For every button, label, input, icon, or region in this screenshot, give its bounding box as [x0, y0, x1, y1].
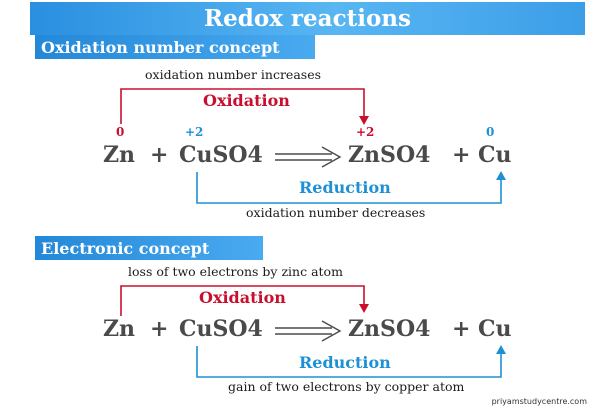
reaction-arrow-icon [275, 320, 342, 342]
oxidation-number-decreases-note: oxidation number decreases [246, 205, 426, 220]
electron-loss-note: loss of two electrons by zinc atom [128, 264, 343, 279]
equation-plus: + [452, 142, 471, 168]
equation-reactant-cuso4: CuSO4 [179, 142, 263, 168]
equation-reactant-zn: Zn [103, 316, 136, 342]
equation-product-znso4: ZnSO4 [348, 142, 431, 168]
page-title: Redox reactions [30, 2, 585, 35]
oxidation-arrowhead-icon [359, 304, 369, 313]
oxidation-number-increases-note: oxidation number increases [145, 67, 322, 82]
oxidation-label: Oxidation [203, 91, 290, 110]
oxidation-number-cu-in-cuso4: +2 [185, 125, 204, 139]
equation-reactant-zn: Zn [103, 142, 136, 168]
equation-product-znso4: ZnSO4 [348, 316, 431, 342]
reduction-arrowhead-icon [496, 345, 506, 354]
oxidation-number-cu: 0 [486, 125, 495, 139]
equation-plus: + [150, 316, 169, 342]
oxidation-arrow [120, 285, 365, 316]
reaction-arrow-icon [275, 146, 342, 168]
equation-plus: + [452, 316, 471, 342]
equation-product-cu: Cu [478, 316, 512, 342]
oxidation-number-zn-in-znso4: +2 [356, 125, 375, 139]
equation-product-cu: Cu [478, 142, 512, 168]
oxidation-arrow [120, 88, 365, 124]
oxidation-label: Oxidation [199, 288, 286, 307]
oxidation-arrowhead-icon [359, 116, 369, 125]
section-tab-electronic: Electronic concept [35, 236, 263, 260]
equation-plus: + [150, 142, 169, 168]
reduction-label: Reduction [299, 353, 391, 372]
reduction-arrow [196, 172, 502, 204]
watermark: priyamstudycentre.com [491, 397, 587, 406]
reduction-label: Reduction [299, 178, 391, 197]
oxidation-number-zn: 0 [116, 125, 125, 139]
reduction-arrow [196, 346, 502, 378]
reduction-arrowhead-icon [496, 171, 506, 180]
electron-gain-note: gain of two electrons by copper atom [228, 379, 465, 394]
section-tab-oxidation-number: Oxidation number concept [35, 35, 315, 59]
equation-reactant-cuso4: CuSO4 [179, 316, 263, 342]
